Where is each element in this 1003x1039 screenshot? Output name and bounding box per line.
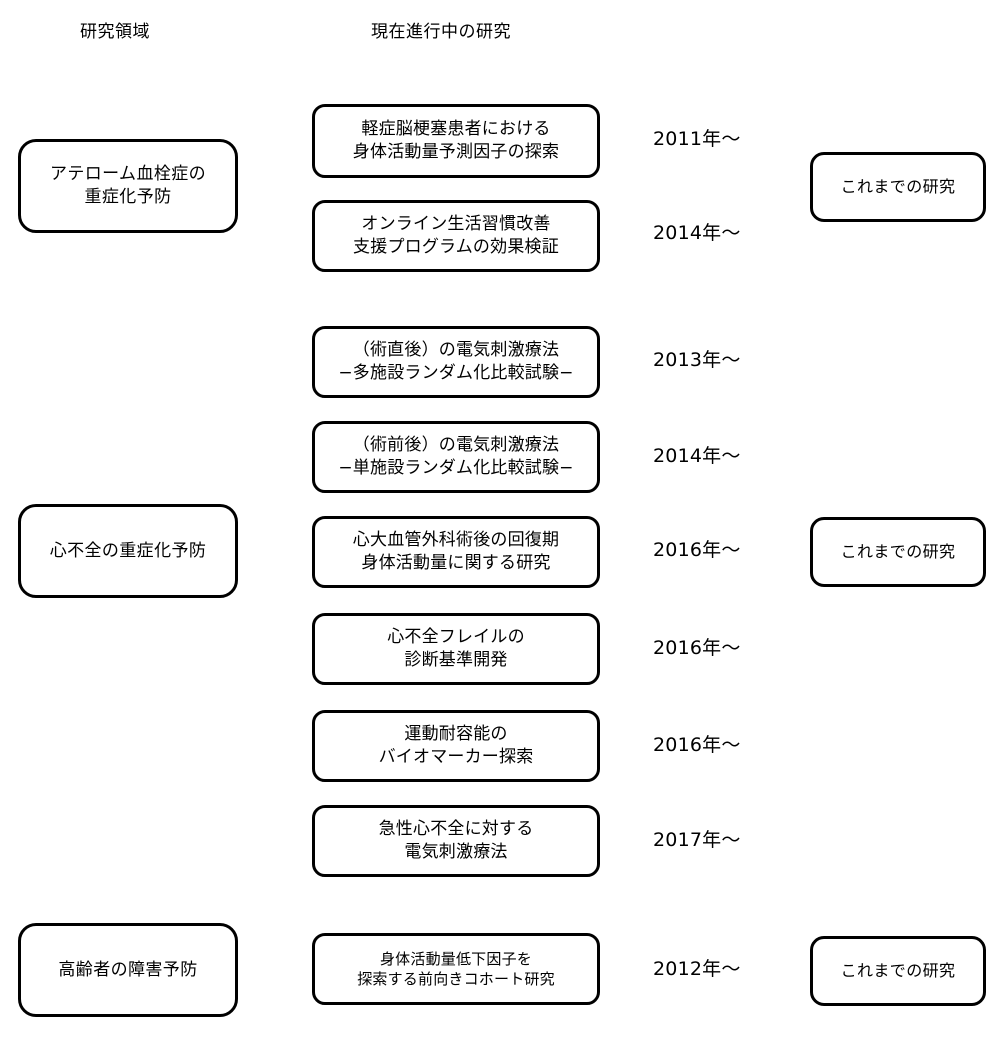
past-research-node-2[interactable]: これまでの研究 xyxy=(810,517,986,587)
domain-node-label: アテローム血栓症の 重症化予防 xyxy=(49,164,207,207)
study-node-label: 心不全フレイルの 診断基準開発 xyxy=(387,627,525,670)
domain-node-label: 高齢者の障害予防 xyxy=(58,959,198,980)
year-label-study-3: 2013年〜 xyxy=(653,349,741,371)
study-node-4[interactable]: （術前後）の電気刺激療法 −単施設ランダム化比較試験− xyxy=(312,421,600,493)
year-label-study-1: 2011年〜 xyxy=(653,128,741,150)
study-node-label: 心大血管外科術後の回復期 身体活動量に関する研究 xyxy=(352,530,560,573)
year-label-study-9: 2012年〜 xyxy=(653,958,741,980)
study-node-label: オンライン生活習慣改善 支援プログラムの効果検証 xyxy=(353,214,559,257)
past-research-label: これまでの研究 xyxy=(840,961,956,981)
study-node-label: 急性心不全に対する 電気刺激療法 xyxy=(378,819,534,862)
past-research-label: これまでの研究 xyxy=(840,177,956,197)
study-node-6[interactable]: 心不全フレイルの 診断基準開発 xyxy=(312,613,600,685)
domain-node-elderly-disability[interactable]: 高齢者の障害予防 xyxy=(18,923,238,1017)
past-research-node-1[interactable]: これまでの研究 xyxy=(810,152,986,222)
domain-node-heart-failure[interactable]: 心不全の重症化予防 xyxy=(18,504,238,598)
study-node-label: 運動耐容能の バイオマーカー探索 xyxy=(378,724,534,767)
column-header-research-area: 研究領域 xyxy=(80,22,150,42)
study-node-2[interactable]: オンライン生活習慣改善 支援プログラムの効果検証 xyxy=(312,200,600,272)
past-research-label: これまでの研究 xyxy=(840,542,956,562)
past-research-node-3[interactable]: これまでの研究 xyxy=(810,936,986,1006)
study-node-9[interactable]: 身体活動量低下因子を 探索する前向きコホート研究 xyxy=(312,933,600,1005)
year-label-study-4: 2014年〜 xyxy=(653,445,741,467)
study-node-3[interactable]: （術直後）の電気刺激療法 −多施設ランダム化比較試験− xyxy=(312,326,600,398)
study-node-1[interactable]: 軽症脳梗塞患者における 身体活動量予測因子の探索 xyxy=(312,104,600,178)
study-node-label: 軽症脳梗塞患者における 身体活動量予測因子の探索 xyxy=(352,119,560,162)
study-node-5[interactable]: 心大血管外科術後の回復期 身体活動量に関する研究 xyxy=(312,516,600,588)
year-label-study-8: 2017年〜 xyxy=(653,829,741,851)
study-node-label: （術前後）の電気刺激療法 −単施設ランダム化比較試験− xyxy=(338,435,574,478)
domain-node-label: 心不全の重症化予防 xyxy=(49,540,207,561)
year-label-study-6: 2016年〜 xyxy=(653,637,741,659)
study-node-7[interactable]: 運動耐容能の バイオマーカー探索 xyxy=(312,710,600,782)
year-label-study-2: 2014年〜 xyxy=(653,222,741,244)
study-node-label: （術直後）の電気刺激療法 −多施設ランダム化比較試験− xyxy=(338,340,574,383)
column-header-ongoing-research: 現在進行中の研究 xyxy=(371,22,511,42)
year-label-study-5: 2016年〜 xyxy=(653,539,741,561)
study-node-8[interactable]: 急性心不全に対する 電気刺激療法 xyxy=(312,805,600,877)
year-label-study-7: 2016年〜 xyxy=(653,734,741,756)
domain-node-atherothrombosis[interactable]: アテローム血栓症の 重症化予防 xyxy=(18,139,238,233)
study-node-label: 身体活動量低下因子を 探索する前向きコホート研究 xyxy=(357,949,555,988)
